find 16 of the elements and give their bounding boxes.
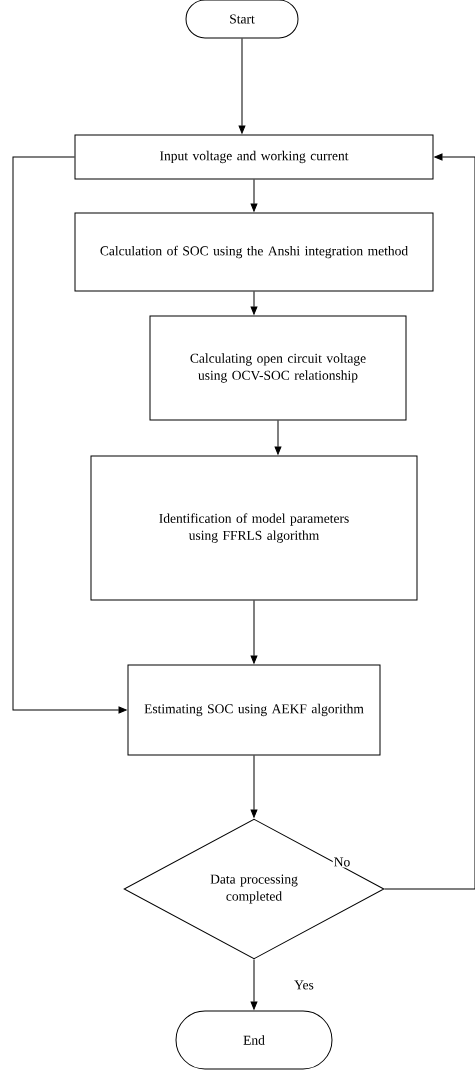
edge-label: No [332, 856, 352, 868]
arrow [250, 755, 258, 818]
arrow [250, 600, 258, 664]
arrow [250, 291, 258, 315]
arrow [384, 153, 475, 890]
arrow [250, 179, 258, 212]
process-box: Calculation of SOC using the Anshi integration method [74, 212, 434, 292]
process-box: Identification of model parameters using FFRLS algorithm [90, 455, 418, 601]
process-box: Calculating open circuit voltage using OCV-SOC relationship [149, 315, 407, 421]
arrow [238, 38, 246, 134]
process-box: Estimating SOC using AEKF algorithm [127, 664, 381, 756]
arrow [250, 959, 258, 1010]
arrow [12, 156, 127, 714]
process-box: Input voltage and working current [74, 134, 434, 180]
edge-label: Yes [293, 979, 315, 991]
arrow [274, 420, 282, 455]
